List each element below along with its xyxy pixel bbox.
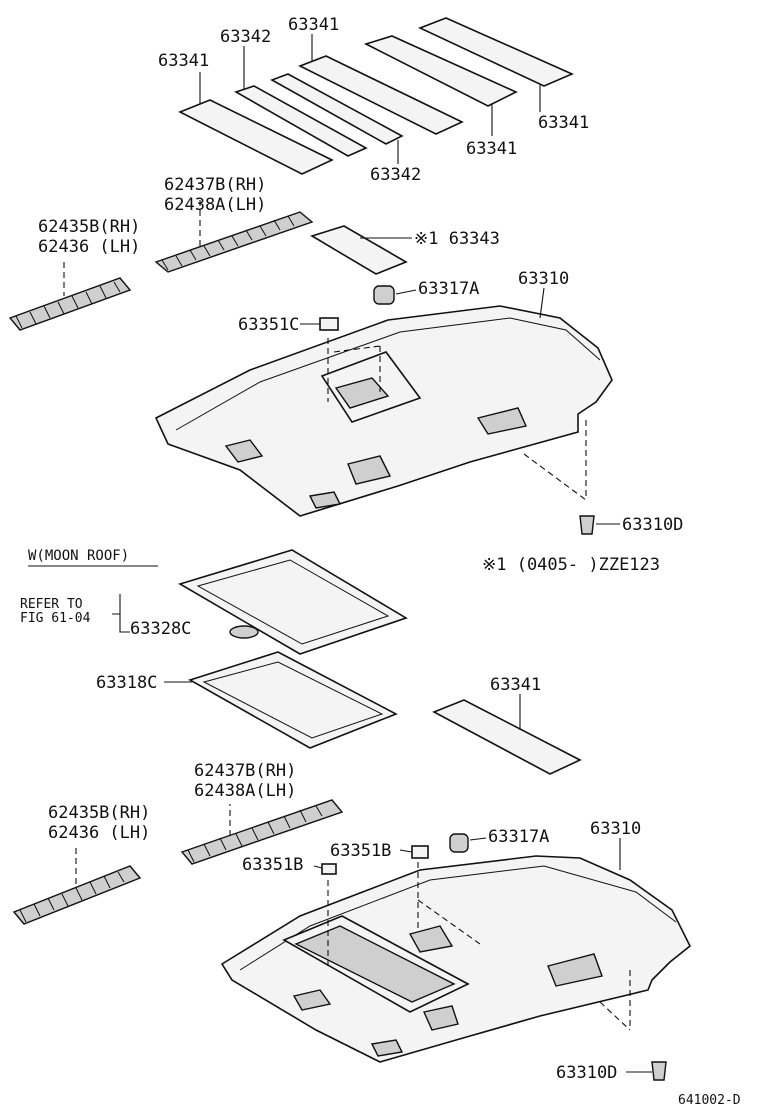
assist-rail-lower-2 [12, 848, 142, 925]
label-63310-2: 63310 [590, 819, 641, 839]
label-63328c: 63328C [130, 619, 191, 639]
figure-code: 641002-D [678, 1093, 741, 1108]
label-63317a: 63317A [418, 279, 479, 299]
headliner-63310-upper [154, 287, 613, 517]
label-63343: ※1 63343 [414, 229, 500, 249]
block-63351b-left [313, 863, 337, 875]
pad-63343 [310, 225, 412, 275]
moonroof-caption: W(MOON ROOF) [28, 548, 129, 564]
silencer-pads-upper [178, 17, 574, 175]
note-zze123: ※1 (0405- )ZZE123 [482, 555, 660, 575]
label-63351b-a: 63351B [242, 855, 303, 875]
block-63351c [300, 317, 339, 331]
assist-rail-upper [154, 196, 314, 273]
label-63310d-2: 63310D [556, 1063, 617, 1083]
label-62436-lh: 62436 (LH) [38, 237, 140, 257]
assist-rail-upper-2 [180, 799, 344, 865]
clip-63317a-2 [449, 833, 487, 853]
pad-63341-center [298, 55, 464, 135]
frame-63328c [178, 549, 408, 655]
pad-63341-left [178, 99, 334, 175]
label-63341-d: 63341 [466, 139, 517, 159]
pad-63342-left [234, 85, 368, 157]
screw-63310d [579, 515, 620, 535]
refer-to-label: REFER TO [20, 597, 83, 612]
pad-63341-right [363, 35, 518, 107]
pad-63341-moonroof [432, 694, 582, 775]
pad-63341-far-right [417, 17, 574, 87]
label-63341-e: 63341 [490, 675, 541, 695]
screw-63310d-2 [626, 1061, 667, 1081]
block-63351b-right [399, 845, 429, 859]
label-63317a-2: 63317A [488, 827, 549, 847]
label-62437b-rh: 62437B(RH) [164, 175, 266, 195]
label-63318c: 63318C [96, 673, 157, 693]
label-62438a-lh-2: 62438A(LH) [194, 781, 296, 801]
label-63341-c: 63341 [538, 113, 589, 133]
headliner-63310-lower [220, 838, 692, 1063]
label-62435b-rh-2: 62435B(RH) [48, 803, 150, 823]
fig-ref-label: FIG 61-04 [20, 611, 91, 626]
label-63351c: 63351C [238, 315, 299, 335]
label-63342-b: 63342 [370, 165, 421, 185]
label-63341-a: 63341 [158, 51, 209, 71]
label-62438a-lh: 62438A(LH) [164, 195, 266, 215]
label-63310: 63310 [518, 269, 569, 289]
label-62437b-rh-2: 62437B(RH) [194, 761, 296, 781]
label-62435b-rh: 62435B(RH) [38, 217, 140, 237]
label-63351b-b: 63351B [330, 841, 391, 861]
pad-63342-right [270, 73, 404, 145]
label-63310d: 63310D [622, 515, 683, 535]
label-62436-lh-2: 62436 (LH) [48, 823, 150, 843]
seal-63318c [164, 651, 398, 749]
clip-63317a [373, 285, 417, 305]
label-63341-b: 63341 [288, 15, 339, 35]
assist-rail-lower [8, 262, 132, 331]
label-63342-a: 63342 [220, 27, 271, 47]
